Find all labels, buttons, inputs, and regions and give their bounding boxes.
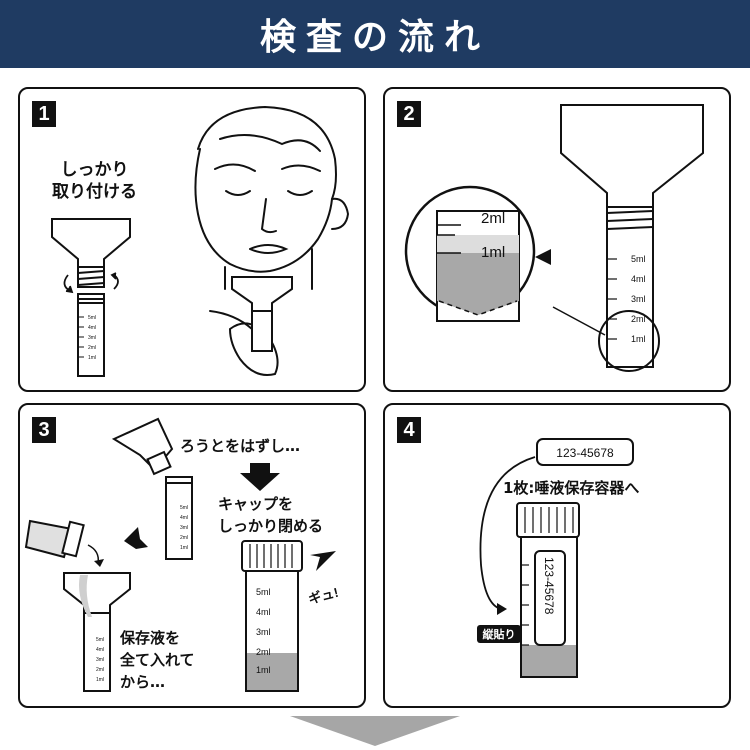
step-1-panel: 1 しっかり 取り付ける 5ml 4ml 3ml 2ml 1ml	[18, 87, 366, 392]
step-3-illustration: 5ml 4ml 3ml 2ml 1ml 5ml 4ml 3ml 2ml 1ml ギュ!	[24, 417, 340, 692]
scale-3ml: 3ml	[631, 294, 646, 304]
next-arrow-icon	[290, 716, 460, 746]
code-label-text: 123-45678	[556, 446, 614, 460]
zoom-tube	[436, 210, 520, 322]
page-header: 検査の流れ	[0, 0, 750, 68]
zoom-label-1ml: 1ml	[481, 244, 505, 261]
down-arrow-icon	[240, 463, 280, 491]
step-3-caption-cap: キャップを しっかり閉める	[218, 495, 324, 535]
squeeze-text: ギュ!	[307, 585, 340, 607]
svg-text:2ml: 2ml	[180, 535, 188, 541]
step-3-number: 3	[32, 417, 56, 443]
storage-container: 123-45678	[516, 502, 580, 678]
step-3-caption-remove: ろうとをはずし…	[180, 437, 301, 455]
squeeze-arrow-icon	[310, 551, 336, 571]
step-4-panel: 4 1枚:唾液保存容器へ 123-45678 縦貼り 123-45678	[383, 403, 731, 708]
tube-scale	[78, 316, 84, 358]
face-illustration	[194, 105, 350, 376]
pour-funnel	[63, 572, 131, 692]
svg-text:1ml: 1ml	[180, 545, 188, 551]
vertical-badge-text: 縦貼り	[483, 627, 516, 641]
svg-text:3ml: 3ml	[180, 525, 188, 531]
step-1-illustration: 5ml 4ml 3ml 2ml 1ml	[51, 105, 350, 377]
collection-tube	[77, 293, 105, 377]
svg-text:4ml: 4ml	[256, 607, 271, 617]
applied-sticker	[534, 550, 566, 646]
code-label-sticker	[536, 438, 634, 466]
capped-tube	[241, 540, 303, 692]
scale-4ml: 4ml	[631, 274, 646, 284]
step-2-illustration: 5ml 4ml 3ml 2ml 1ml 2ml 1ml	[404, 104, 704, 372]
svg-text:1ml: 1ml	[96, 677, 104, 683]
apply-arrow-icon	[479, 456, 536, 610]
svg-text:4ml: 4ml	[88, 325, 96, 331]
removed-funnel-icon	[111, 417, 174, 476]
vertical-badge	[477, 625, 521, 643]
applied-sticker-text: 123-45678	[542, 557, 556, 615]
step-2-panel: 2 5ml 4ml 3ml 2ml 1ml 2ml 1	[383, 87, 731, 392]
large-funnel	[560, 104, 704, 368]
pour-arrow-icon	[87, 544, 100, 564]
step-4-number: 4	[397, 417, 421, 443]
svg-text:1ml: 1ml	[88, 355, 96, 361]
svg-text:2ml: 2ml	[256, 647, 271, 657]
funnel-icon	[51, 218, 131, 288]
scale-2ml: 2ml	[631, 314, 646, 324]
large-tube-scale	[607, 258, 617, 340]
step-1-caption: しっかり 取り付ける	[52, 160, 137, 202]
svg-text:4ml: 4ml	[96, 647, 104, 653]
small-tube	[165, 476, 193, 560]
svg-text:2ml: 2ml	[96, 667, 104, 673]
step-4-caption-sticker: 1枚:唾液保存容器へ	[503, 479, 640, 497]
svg-text:1ml: 1ml	[256, 665, 271, 675]
zoom-label-2ml: 2ml	[481, 210, 505, 227]
svg-text:3ml: 3ml	[88, 335, 96, 341]
step-3-panel: 3 ろうとをはずし… キャップを しっかり閉める 保存液を 全て入れて から… …	[18, 403, 366, 708]
step-2-number: 2	[397, 101, 421, 127]
step-1-number: 1	[32, 101, 56, 127]
step-3-caption-pour: 保存液を 全て入れて から…	[120, 629, 195, 691]
svg-text:5ml: 5ml	[256, 587, 271, 597]
svg-text:3ml: 3ml	[256, 627, 271, 637]
up-arrow-icon	[124, 527, 148, 549]
svg-text:5ml: 5ml	[88, 315, 96, 321]
level-pointer-icon	[535, 249, 551, 265]
svg-text:3ml: 3ml	[96, 657, 104, 663]
tube-scale-labels: 5ml 4ml 3ml 2ml 1ml	[88, 315, 96, 361]
large-tube-scale-labels: 5ml 4ml 3ml 2ml 1ml	[631, 254, 646, 344]
step-4-illustration: 123-45678 縦貼り 123-45678	[477, 438, 634, 678]
svg-text:5ml: 5ml	[180, 505, 188, 511]
scale-5ml: 5ml	[631, 254, 646, 264]
face-funnel	[231, 276, 293, 352]
magnify-circle-small	[598, 310, 660, 372]
rotate-arrows-icon	[63, 272, 119, 294]
scale-1ml: 1ml	[631, 334, 646, 344]
magnify-connector	[552, 306, 606, 336]
preservative-bottle	[24, 519, 85, 559]
svg-text:5ml: 5ml	[96, 637, 104, 643]
page-title: 検査の流れ	[259, 17, 490, 58]
svg-text:2ml: 2ml	[88, 345, 96, 351]
svg-text:4ml: 4ml	[180, 515, 188, 521]
